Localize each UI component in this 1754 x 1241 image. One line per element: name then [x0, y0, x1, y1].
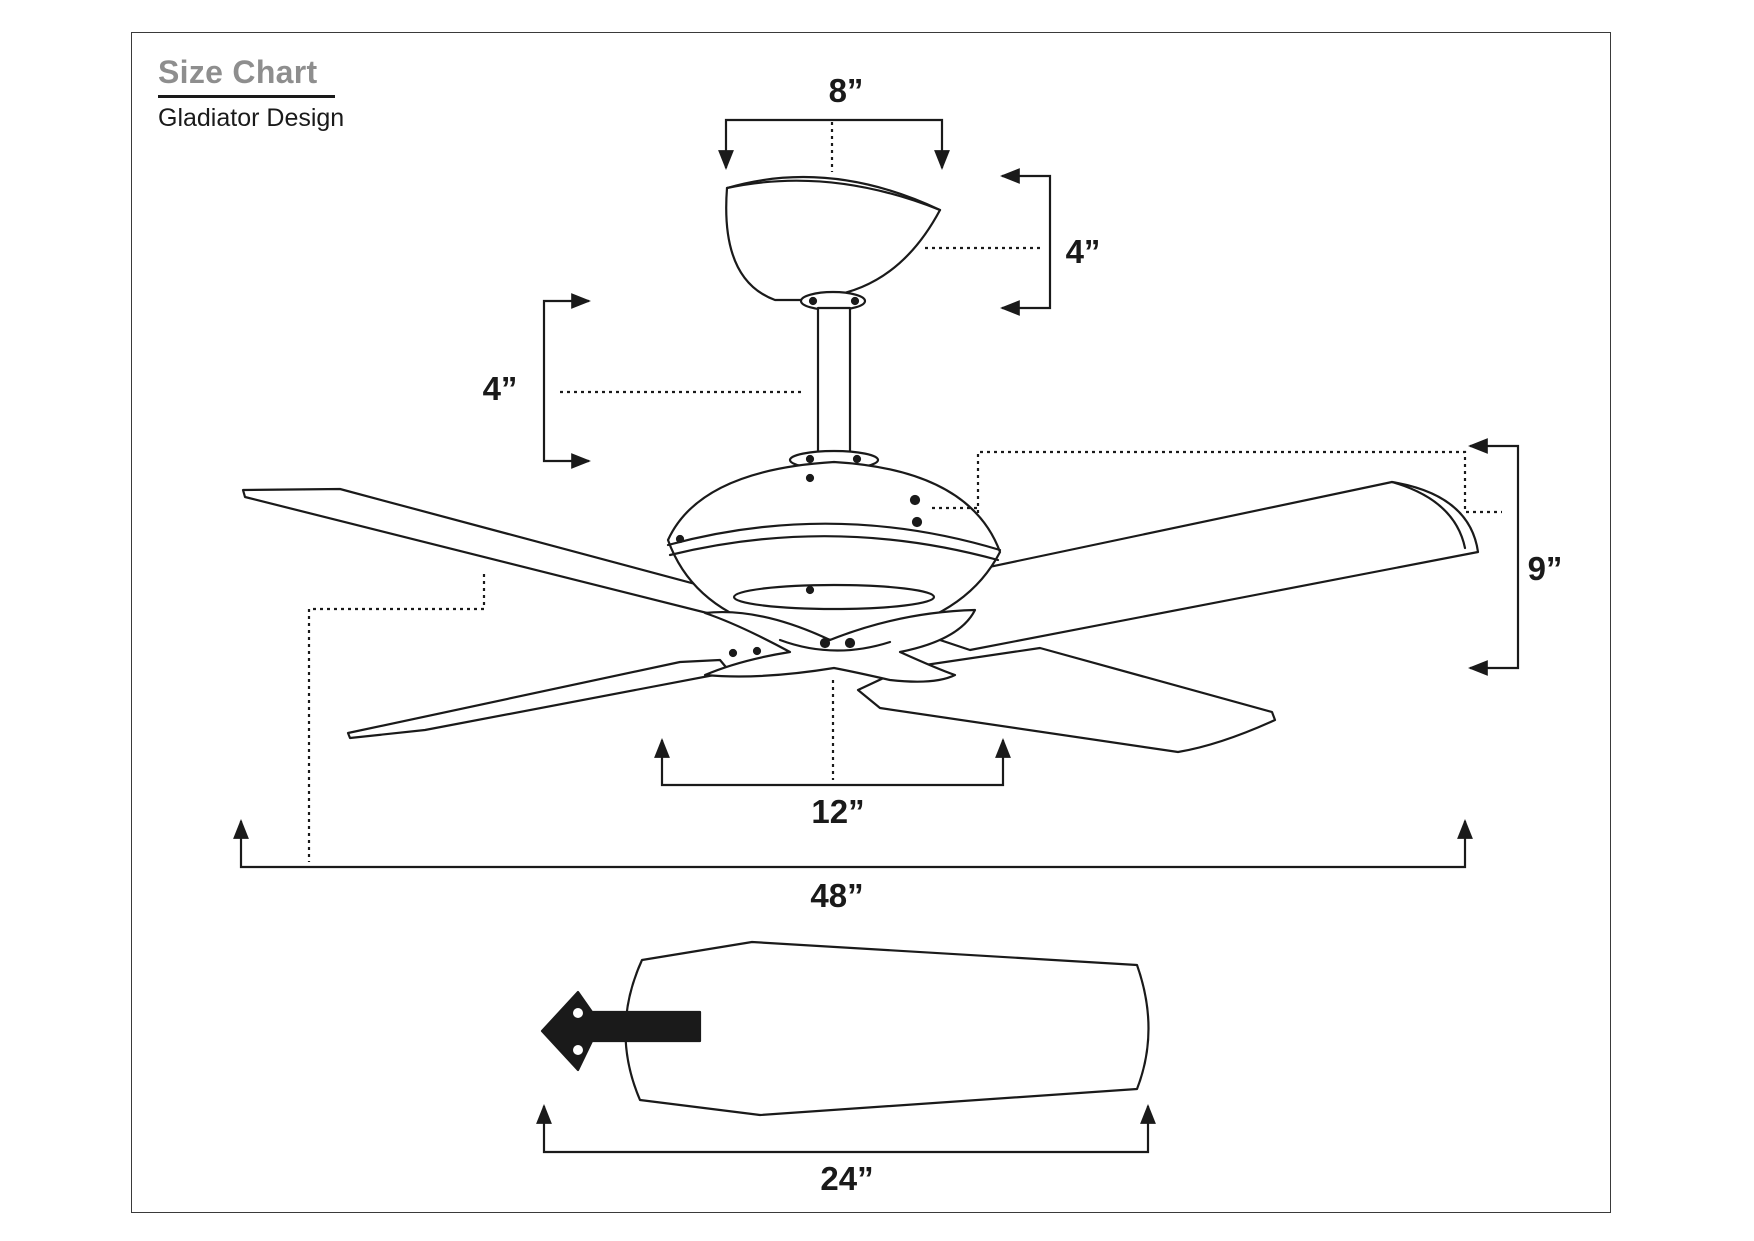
label-canopy-height: 4”: [1066, 233, 1101, 270]
dimension-canopy-width-lines: [718, 118, 950, 172]
single-blade: [624, 940, 1150, 1117]
dimension-fan-height-lines: [932, 438, 1520, 676]
label-downrod-length: 4”: [483, 370, 518, 407]
label-blade-length: 24”: [820, 1160, 873, 1197]
label-motor-width: 12”: [811, 793, 864, 830]
page-subtitle: Gladiator Design: [158, 104, 345, 132]
front-left-blade: [346, 658, 732, 740]
label-fan-height: 9”: [1528, 550, 1563, 587]
label-blade-span: 48”: [810, 877, 863, 914]
front-right-blade: [856, 646, 1277, 754]
blade-irons: [703, 608, 977, 683]
canopy: [725, 176, 942, 302]
diagram-frame: [131, 32, 1611, 1213]
motor-housing: [666, 460, 1002, 642]
dimension-blade-length-lines: [536, 1104, 1156, 1154]
page-title: Size Chart: [158, 54, 318, 90]
title-underline: [158, 95, 335, 98]
blade-bracket: [540, 990, 702, 1072]
label-canopy-width: 8”: [829, 72, 864, 109]
dimension-blade-span-lines: [233, 574, 1473, 869]
dimension-motor-width-lines: [654, 680, 1011, 787]
dimension-canopy-height-lines: [925, 168, 1052, 316]
dimension-downrod-lines: [542, 293, 805, 469]
downrod: [788, 290, 880, 471]
